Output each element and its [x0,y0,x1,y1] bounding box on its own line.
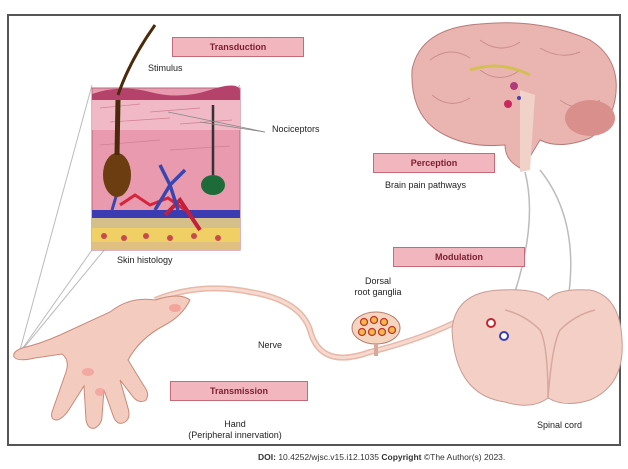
spinal-cord [452,290,622,405]
brain [412,23,616,172]
doi-value: 10.4252/wjsc.v15.i12.1035 [278,452,379,462]
nociceptors-label: Nociceptors [272,124,320,135]
nerve [155,288,500,357]
hand [14,296,190,428]
skin-histology-label: Skin histology [117,255,173,266]
nerve-label: Nerve [258,340,282,351]
doi-label: DOI: [258,452,276,462]
drg-label-line1: Dorsal [353,276,403,287]
perception-stage-label: Perception [373,153,495,173]
brain-pathways-label: Brain pain pathways [385,180,466,191]
dorsal-root-ganglia [352,312,400,356]
doi-footer: DOI: 10.4252/wjsc.v15.i12.1035 Copyright… [258,452,505,462]
skin-histology-block [92,85,240,250]
stimulus-label: Stimulus [148,63,183,74]
transduction-stage-label: Transduction [172,37,304,57]
spinal-cord-label: Spinal cord [537,420,582,431]
modulation-stage-label: Modulation [393,247,525,267]
transmission-stage-label: Transmission [170,381,308,401]
hand-label-line1: Hand [180,419,290,430]
drg-label-line2: root ganglia [340,287,416,298]
copyright-label: Copyright [381,452,421,462]
copyright-value: ©The Author(s) 2023. [424,452,505,462]
hand-label-line2: (Peripheral innervation) [168,430,302,441]
stimulus-needle [118,25,155,95]
